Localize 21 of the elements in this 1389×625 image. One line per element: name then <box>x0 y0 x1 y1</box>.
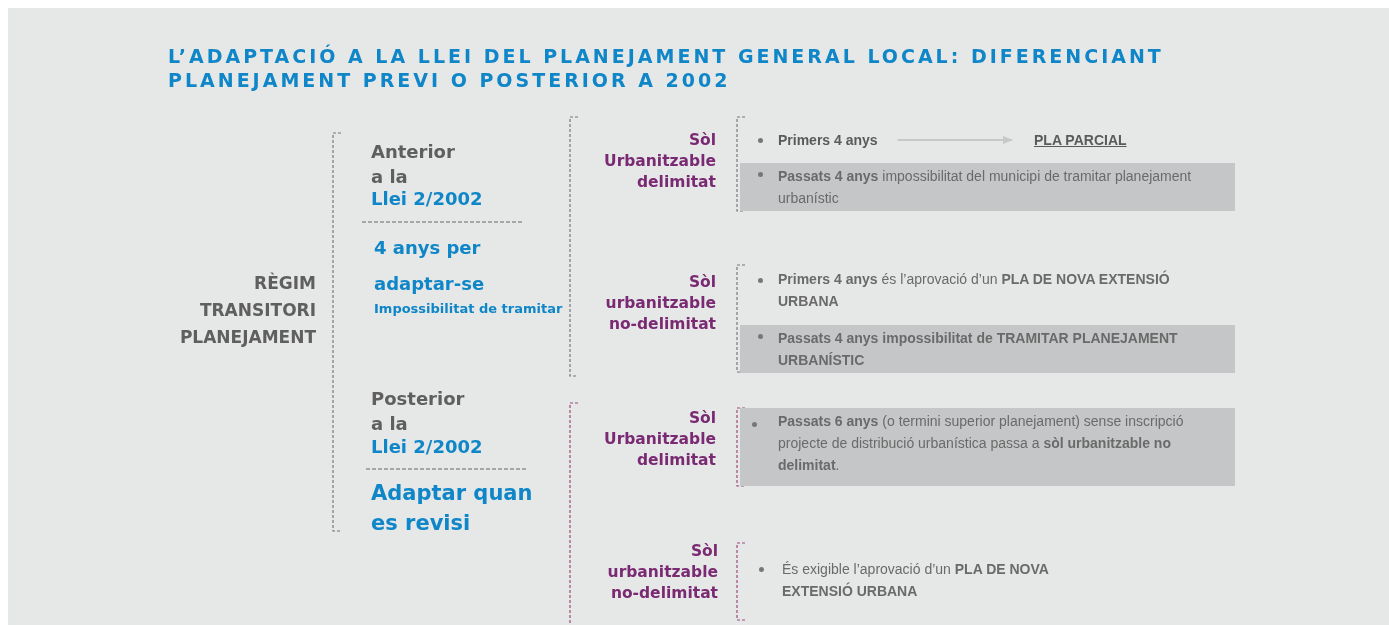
period-heading: Posterior a la <box>371 387 466 436</box>
row-heading: RÈGIM TRANSITORI PLANEJAMENT <box>178 271 316 349</box>
shaded-text-band: Passats 6 anys (o termini superior planejament) sense inscripció projecte de distribució urbanística passa a sòl urbanitzable no delimitat. <box>740 408 1235 486</box>
arrow <box>896 136 1013 144</box>
category-label: Sòl urbanitzable no-delimitat <box>604 272 716 335</box>
category-label: Sòl Urbanitzable delimitat <box>603 130 716 193</box>
category-label: Sòl Urbanitzable delimitat <box>603 408 716 471</box>
shaded-text-band: Passats 4 anys impossibilitat del municipi de tramitar planejament urbanístic <box>740 163 1235 211</box>
law-reference: Llei 2/2002 <box>371 187 484 211</box>
note-text: Impossibilitat de tramitar <box>374 301 564 316</box>
adaptation-term: 4 anys per adaptar-se <box>374 236 486 296</box>
shaded-text-band: Passats 4 anys impossibilitat de TRAMITAR PLANEJAMENT URBANÍSTIC <box>740 325 1235 373</box>
title: L’ADAPTACIÓ A LA LLEI DEL PLANEJAMENT GENERAL LOCAL: DIFERENCIANT PLANEJAMENT PREVI O POSTERIOR A 2002 <box>168 44 1165 92</box>
period-heading: Anterior a la <box>371 140 456 189</box>
bullet-text: Primers 4 anys és l’aprovació d’un PLA DE NOVA EXTENSIÓ URBANA <box>778 269 1171 311</box>
adaptation-term: Adaptar quan es revisi <box>371 480 534 537</box>
bullet-text: Primers 4 anys <box>778 129 878 151</box>
result-text: PLA PARCIAL <box>1034 129 1127 151</box>
bullet-text: És exigible l’aprovació d’un PLA DE NOVA EXTENSIÓ URBANA <box>782 560 1050 601</box>
category-label: Sòl urbanitzable no-delimitat <box>606 541 718 604</box>
law-reference: Llei 2/2002 <box>371 435 484 459</box>
